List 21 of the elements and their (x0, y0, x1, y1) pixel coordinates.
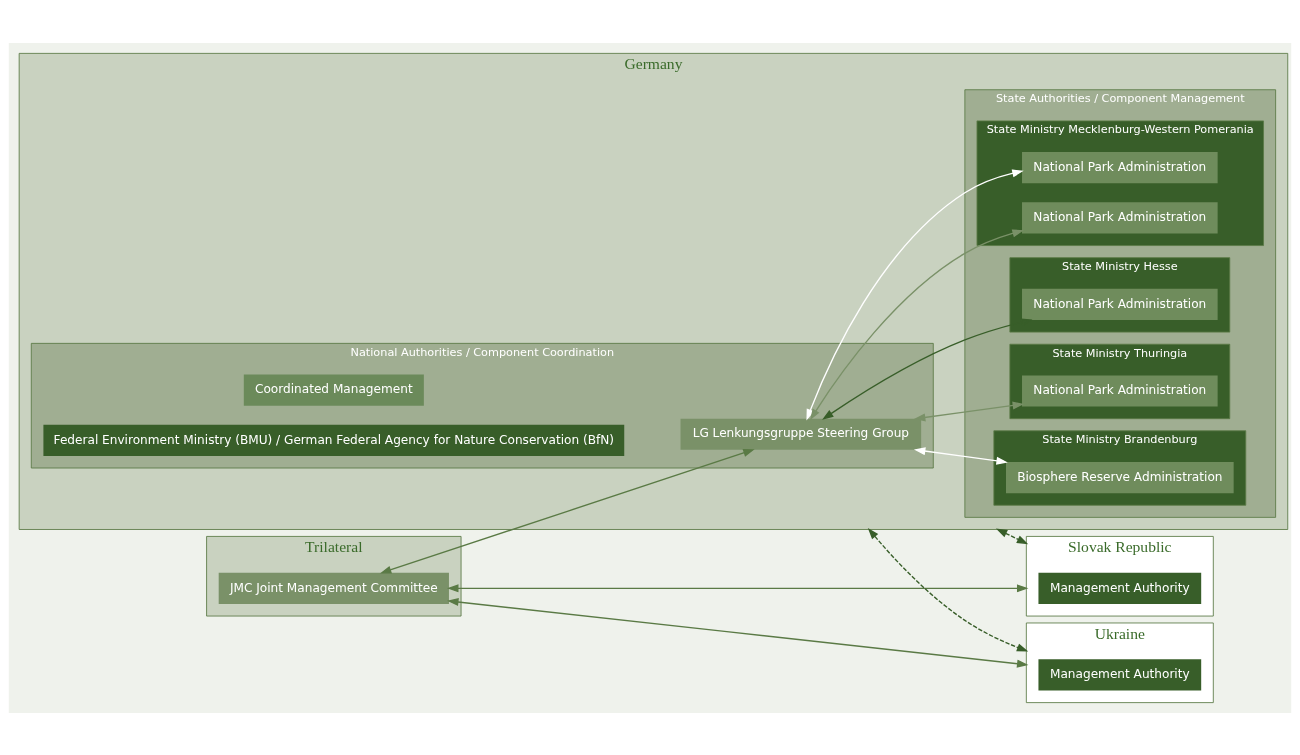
arrow (913, 446, 1008, 465)
arrow (806, 168, 1024, 421)
node-box: National Park Administration (1022, 374, 1218, 407)
arrow (379, 448, 755, 574)
arrow (447, 597, 1029, 668)
node-box: Biosphere Reserve Administration (1006, 461, 1234, 493)
arrow (822, 317, 1033, 420)
arrow (809, 228, 1024, 420)
node-box: National Park Administration (1022, 201, 1218, 233)
node-box: National Park Administration (1022, 151, 1218, 183)
arrow (447, 583, 1029, 592)
node-box: LG Lenkungsgruppe Steering Group (680, 418, 922, 450)
node-box: Coordinated Management (243, 374, 424, 406)
node-box: Federal Environment Ministry (BMU) / German Federal Agency for Nature Conservation (BfN) (43, 424, 625, 456)
node-box: National Park Administration (1022, 288, 1218, 320)
node-box: JMC Joint Management Committee (218, 572, 449, 604)
node-box: Management Authority (1038, 572, 1202, 604)
arrow (995, 528, 1029, 544)
node-box: Management Authority (1038, 658, 1202, 690)
arrow (867, 527, 1029, 651)
arrow (913, 401, 1025, 421)
